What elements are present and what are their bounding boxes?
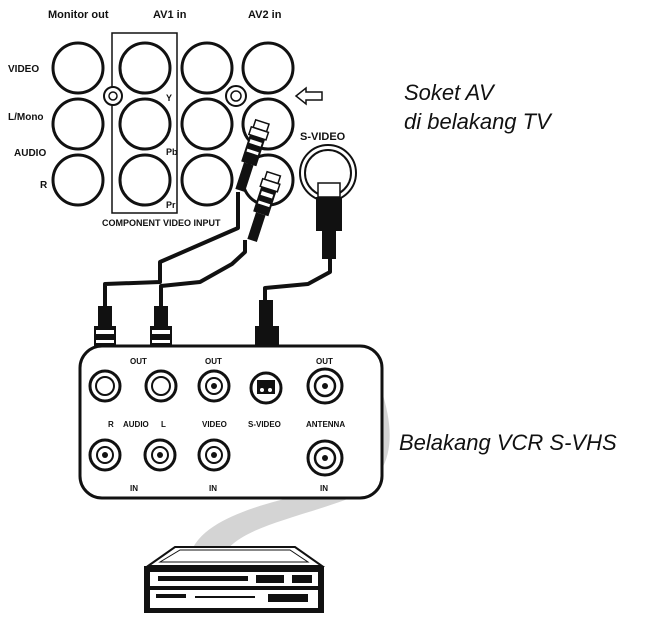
header-av1-in: AV1 in bbox=[153, 9, 187, 21]
caption-tv-line1: Soket AV bbox=[404, 80, 496, 105]
vcr-label-out-2: OUT bbox=[205, 357, 222, 366]
vcr-label-in-3: IN bbox=[320, 484, 328, 493]
svideo-plug-icon bbox=[316, 182, 342, 259]
vcr-label-video: VIDEO bbox=[202, 420, 227, 429]
vcr-label-out-1: OUT bbox=[130, 357, 147, 366]
audio-cable-right bbox=[103, 192, 240, 320]
row-label-audio: AUDIO bbox=[14, 148, 46, 159]
tv-jack-av1-pr[interactable] bbox=[118, 153, 172, 207]
header-av2-in: AV2 in bbox=[248, 9, 282, 21]
header-monitor-out: Monitor out bbox=[48, 9, 109, 21]
tv-jack-av1-video[interactable] bbox=[180, 41, 234, 95]
component-label-y: Y bbox=[166, 93, 172, 103]
svideo-cable bbox=[263, 258, 332, 310]
tv-jack-av1-pb[interactable] bbox=[118, 97, 172, 151]
vcr-rear-panel: OUT OUT OUT R AUDIO L VIDEO S-VIDEO ANTE… bbox=[78, 344, 390, 560]
component-group-box bbox=[111, 32, 178, 214]
row-label-video: VIDEO bbox=[8, 64, 39, 75]
vcr-label-l: L bbox=[161, 420, 166, 429]
vcr-label-svideo: S-VIDEO bbox=[248, 420, 281, 429]
rca-plug-icon bbox=[235, 118, 270, 192]
vcr-label-in-2: IN bbox=[209, 484, 217, 493]
row-label-r: R bbox=[40, 180, 48, 191]
tv-jack-monitor-audio-l[interactable] bbox=[51, 97, 105, 151]
caption-vcr: Belakang VCR S-VHS bbox=[399, 430, 617, 455]
tv-jack-av1-audio-r[interactable] bbox=[180, 153, 234, 207]
vcr-label-out-3: OUT bbox=[316, 357, 333, 366]
tv-jack-monitor-audio-r[interactable] bbox=[51, 153, 105, 207]
tv-rear-panel: Monitor out AV1 in AV2 in VIDEO L/Mono A… bbox=[8, 9, 357, 228]
tv-jack-av1-audio-l[interactable] bbox=[180, 97, 234, 151]
tv-jack-monitor-video[interactable] bbox=[51, 41, 105, 95]
vcr-label-in-1: IN bbox=[130, 484, 138, 493]
cables bbox=[94, 118, 342, 372]
tv-jack-av2-video[interactable] bbox=[241, 41, 295, 95]
vcr-label-r: R bbox=[108, 420, 114, 429]
tv-jack-av1-y[interactable] bbox=[118, 41, 172, 95]
component-label-pr: Pr bbox=[166, 200, 176, 210]
component-label-pb: Pb bbox=[166, 147, 178, 157]
vcr-label-audio: AUDIO bbox=[123, 420, 149, 429]
rca-plug-icon bbox=[247, 170, 282, 242]
vcr-device-icon bbox=[144, 546, 326, 613]
caption-tv-line2: di belakang TV bbox=[404, 109, 553, 134]
vcr-label-antenna: ANTENNA bbox=[306, 420, 345, 429]
component-video-input-label: COMPONENT VIDEO INPUT bbox=[102, 218, 221, 228]
svideo-arrow-icon bbox=[294, 86, 323, 106]
vcr-projection-shape bbox=[190, 380, 390, 560]
audio-cable-left bbox=[159, 240, 247, 320]
row-label-l-mono: L/Mono bbox=[8, 112, 44, 123]
svideo-label: S-VIDEO bbox=[300, 131, 346, 143]
